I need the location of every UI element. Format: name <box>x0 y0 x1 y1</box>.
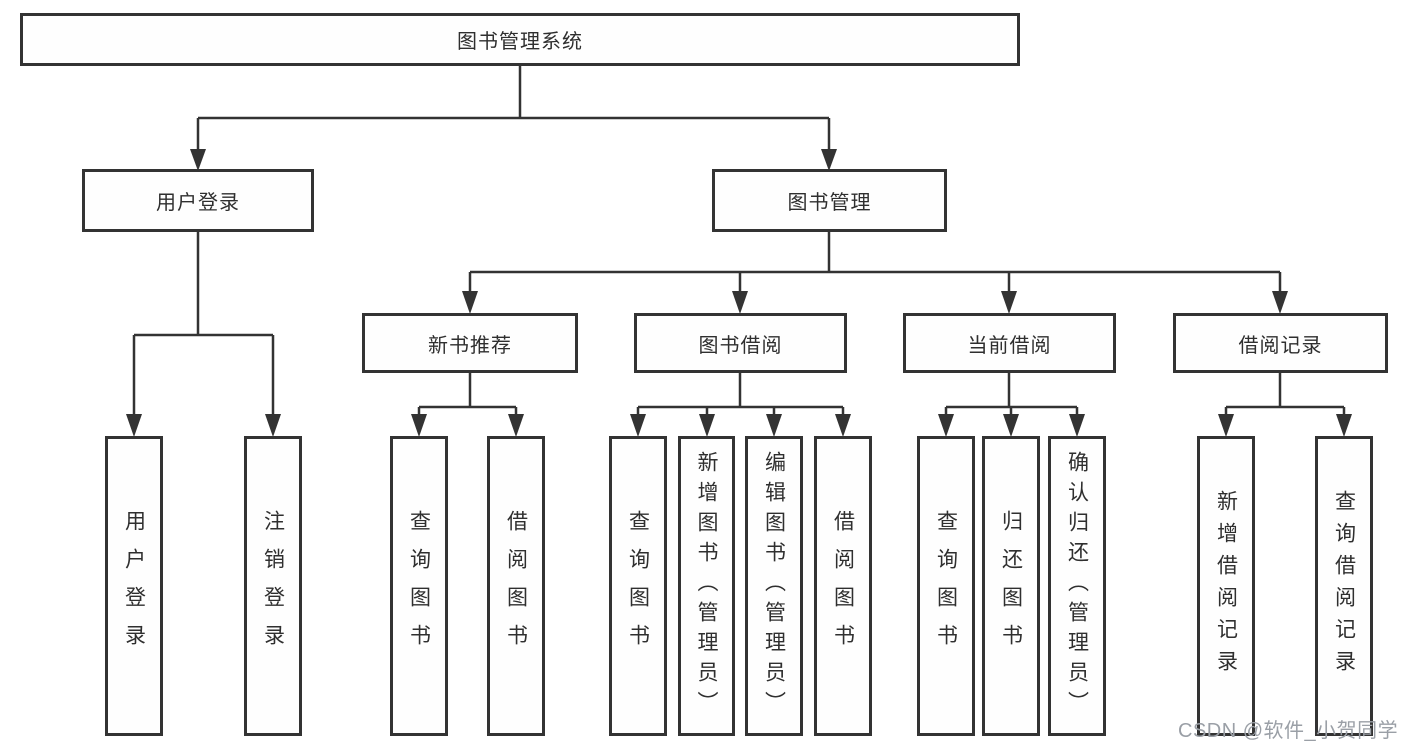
node-user-login-label: 用户登录 <box>156 192 240 214</box>
leaf-logout: 注销登录 <box>244 436 302 736</box>
leaf-query-borrow-record-label: 查询借阅记录 <box>1332 490 1356 682</box>
connector-book-management-to-level3 <box>462 232 1288 314</box>
arrowhead <box>1272 291 1288 314</box>
node-book-borrow: 图书借阅 <box>634 313 847 373</box>
arrowhead <box>190 149 206 171</box>
leaf-user-login: 用户登录 <box>105 436 163 736</box>
arrowhead <box>835 414 851 437</box>
leaf-query-book-current-label: 查询图书 <box>934 510 958 662</box>
leaf-borrow-book-label: 借阅图书 <box>831 510 855 662</box>
arrowhead <box>1003 414 1019 437</box>
leaf-user-login-label: 用户登录 <box>122 510 146 662</box>
leaf-query-book-recommend-label: 查询图书 <box>407 510 431 662</box>
node-book-management-label: 图书管理 <box>787 192 872 214</box>
node-root-label: 图书管理系统 <box>457 31 583 53</box>
csdn-watermark: CSDN @软件_小贺同学 <box>1178 720 1399 742</box>
arrowhead <box>821 149 837 171</box>
connector-user-login-to-leaves <box>126 232 281 437</box>
connector-current-borrow-to-leaves <box>938 373 1085 437</box>
arrowhead <box>1069 414 1085 437</box>
arrowhead <box>1336 414 1352 437</box>
node-borrow-records: 借阅记录 <box>1173 313 1388 373</box>
leaf-confirm-return-admin-label: 确认归还（管理员） <box>1065 451 1089 721</box>
connector-root-to-level2 <box>190 66 837 171</box>
node-book-borrow-label: 图书借阅 <box>698 334 783 357</box>
leaf-add-borrow-record: 新增借阅记录 <box>1197 436 1255 736</box>
leaf-add-borrow-record-label: 新增借阅记录 <box>1214 490 1238 682</box>
arrowhead <box>699 414 715 437</box>
node-current-borrow: 当前借阅 <box>903 313 1116 373</box>
leaf-return-book-label: 归还图书 <box>999 510 1023 662</box>
arrowhead <box>126 414 142 437</box>
arrowhead <box>462 291 478 314</box>
leaf-edit-book-admin: 编辑图书（管理员） <box>745 436 803 736</box>
node-new-book-recommend-label: 新书推荐 <box>428 334 512 357</box>
arrowhead <box>630 414 646 437</box>
arrowhead <box>411 414 427 437</box>
leaf-add-book-admin-label: 新增图书（管理员） <box>695 451 718 721</box>
leaf-borrow-book-recommend: 借阅图书 <box>487 436 545 736</box>
arrowhead <box>732 291 748 314</box>
arrowhead <box>766 414 782 437</box>
leaf-query-book-recommend: 查询图书 <box>390 436 448 736</box>
arrowhead <box>1218 414 1234 437</box>
leaf-query-book-borrow: 查询图书 <box>609 436 667 736</box>
node-new-book-recommend: 新书推荐 <box>362 313 578 373</box>
node-book-management: 图书管理 <box>712 169 947 232</box>
leaf-query-book-borrow-label: 查询图书 <box>626 510 650 662</box>
arrowhead <box>265 414 281 437</box>
leaf-query-borrow-record: 查询借阅记录 <box>1315 436 1373 736</box>
leaf-confirm-return-admin: 确认归还（管理员） <box>1048 436 1106 736</box>
connector-new-book-recommend-to-leaves <box>411 373 524 437</box>
leaf-borrow-book-recommend-label: 借阅图书 <box>504 510 528 662</box>
leaf-query-book-current: 查询图书 <box>917 436 975 736</box>
node-current-borrow-label: 当前借阅 <box>967 334 1052 357</box>
leaf-edit-book-admin-label: 编辑图书（管理员） <box>762 451 786 721</box>
arrowhead <box>1001 291 1017 314</box>
leaf-logout-label: 注销登录 <box>261 510 285 662</box>
node-user-login: 用户登录 <box>82 169 314 232</box>
node-borrow-records-label: 借阅记录 <box>1238 334 1323 357</box>
leaf-add-book-admin: 新增图书（管理员） <box>678 436 735 736</box>
connector-borrow-records-to-leaves <box>1218 373 1352 437</box>
leaf-borrow-book: 借阅图书 <box>814 436 872 736</box>
connector-book-borrow-to-leaves <box>630 373 851 437</box>
node-root: 图书管理系统 <box>20 13 1020 66</box>
arrowhead <box>938 414 954 437</box>
leaf-return-book: 归还图书 <box>982 436 1040 736</box>
arrowhead <box>508 414 524 437</box>
